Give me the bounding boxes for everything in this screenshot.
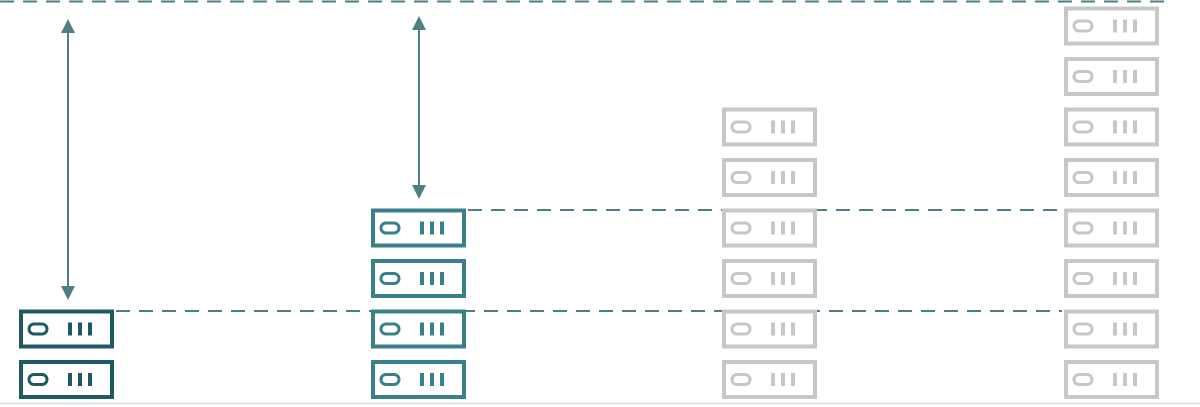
server-unit-icon: [1064, 57, 1159, 96]
server-stack-3: [722, 107, 817, 399]
server-unit-icon: [1064, 6, 1159, 46]
server-unit-icon: [722, 158, 817, 197]
server-unit-icon: [1064, 259, 1159, 298]
server-unit-icon: [1064, 360, 1159, 399]
server-unit-icon: [371, 309, 466, 349]
server-unit-icon: [1064, 158, 1159, 197]
server-unit-icon: [722, 208, 817, 248]
server-unit-icon: [722, 107, 817, 147]
server-unit-icon: [371, 259, 466, 298]
server-unit-icon: [722, 360, 817, 399]
server-unit-icon: [1064, 107, 1159, 147]
server-unit-icon: [722, 309, 817, 349]
server-stack-4: [1064, 6, 1159, 399]
server-unit-icon: [371, 360, 466, 399]
server-unit-icon: [722, 259, 817, 298]
server-stack-1: [19, 309, 114, 399]
server-stack-2: [371, 208, 466, 399]
server-unit-icon: [371, 208, 466, 248]
server-unit-icon: [1064, 309, 1159, 349]
server-unit-icon: [19, 309, 114, 349]
server-unit-icon: [19, 360, 114, 399]
server-unit-icon: [1064, 208, 1159, 248]
